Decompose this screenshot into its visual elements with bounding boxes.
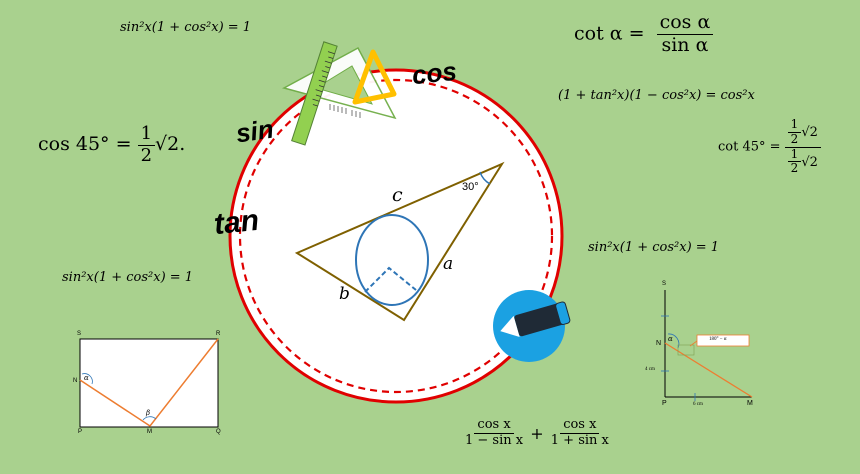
right-diagram-alpha: α	[668, 335, 673, 343]
cot45-num-rad: √2	[801, 124, 818, 140]
sum-plus: +	[530, 423, 544, 443]
left-diagram-alpha: α	[84, 374, 89, 382]
cot-den: sin α	[661, 33, 709, 56]
cot45-formula: cot 45° = 1 2 √2 1 2 √2	[718, 117, 821, 176]
right-diagram-angle-box: 180° − α	[709, 337, 727, 342]
main-triangle	[294, 161, 505, 322]
identity-right: sin²x(1 + cos²x) = 1	[588, 240, 720, 255]
pencil-icon	[500, 301, 571, 337]
left-diagram-P: P	[78, 429, 83, 435]
right-angle-marker	[364, 266, 417, 293]
cos-label: cos	[410, 55, 459, 91]
right-diagram-height: 4 cm	[645, 367, 655, 372]
left-diagram-R: R	[216, 331, 221, 337]
sum-fraction: cos x 1 − sin x + cos x 1 + sin x	[462, 417, 612, 449]
dashed-circle	[238, 78, 554, 394]
right-diagram-S: S	[662, 281, 667, 287]
cos45-formula: cos 45° = 1 2 √2.	[38, 123, 186, 166]
side-b-label: b	[339, 284, 350, 304]
sum-den-2: 1 + sin x	[550, 432, 609, 448]
cot45-lhs: cot 45° =	[718, 139, 781, 155]
right-diagram-P: P	[662, 400, 667, 407]
side-c-label: c	[392, 184, 403, 206]
cot45-den-a: 1	[787, 147, 802, 163]
left-diagram-M: M	[147, 429, 152, 435]
sum-den-1: 1 − sin x	[465, 432, 524, 448]
right-diagram-base: 6 cm	[693, 402, 703, 407]
diagram-right	[661, 290, 753, 401]
cos45-num: 1	[137, 123, 156, 146]
tan-identity: (1 + tan²x)(1 − cos²x) = cos²x	[558, 88, 755, 103]
yellow-triangle	[352, 49, 397, 105]
right-diagram-M: M	[747, 400, 753, 407]
sin-label: sin	[234, 113, 276, 149]
left-diagram-N: N	[73, 378, 78, 384]
diagram-left	[79, 338, 219, 428]
tan-label: tan	[212, 203, 261, 242]
angle-30-label: 30°	[462, 181, 479, 193]
cos45-den: 2	[140, 144, 153, 166]
cot45-num-a: 1	[787, 117, 802, 133]
angle-arc	[479, 171, 491, 185]
left-diagram-Q: Q	[216, 429, 221, 435]
right-diagram-N: N	[656, 340, 662, 347]
sum-num-2: cos x	[560, 417, 600, 434]
sum-num-1: cos x	[474, 417, 514, 434]
cot-definition: cot α = cos α sin α	[574, 11, 714, 57]
outer-circle	[228, 68, 564, 404]
cos45-lhs: cos 45° =	[38, 133, 132, 156]
cot-num: cos α	[656, 11, 714, 35]
cot45-den-rad: √2	[801, 154, 818, 170]
cot45-den-b: 2	[790, 161, 799, 176]
incircle	[355, 214, 429, 306]
cot45-num-b: 2	[790, 131, 799, 146]
identity-top-left: sin²x(1 + cos²x) = 1	[120, 20, 252, 35]
left-diagram-beta: β	[146, 409, 151, 417]
identity-left: sin²x(1 + cos²x) = 1	[62, 270, 194, 285]
cos45-radical: √2.	[155, 133, 186, 156]
left-diagram-S: S	[77, 331, 82, 337]
ruler	[291, 41, 338, 146]
set-square-ticks	[329, 104, 361, 118]
side-a-label: a	[443, 254, 454, 274]
cot-lhs: cot α =	[574, 22, 645, 45]
